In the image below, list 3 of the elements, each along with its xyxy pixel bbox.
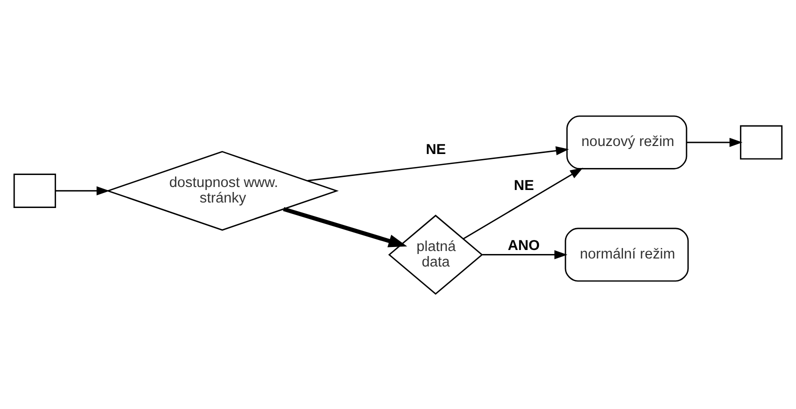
- edge-label: NE: [514, 178, 534, 194]
- edge-label: NE: [426, 141, 446, 158]
- edge-label: ANO: [508, 237, 540, 254]
